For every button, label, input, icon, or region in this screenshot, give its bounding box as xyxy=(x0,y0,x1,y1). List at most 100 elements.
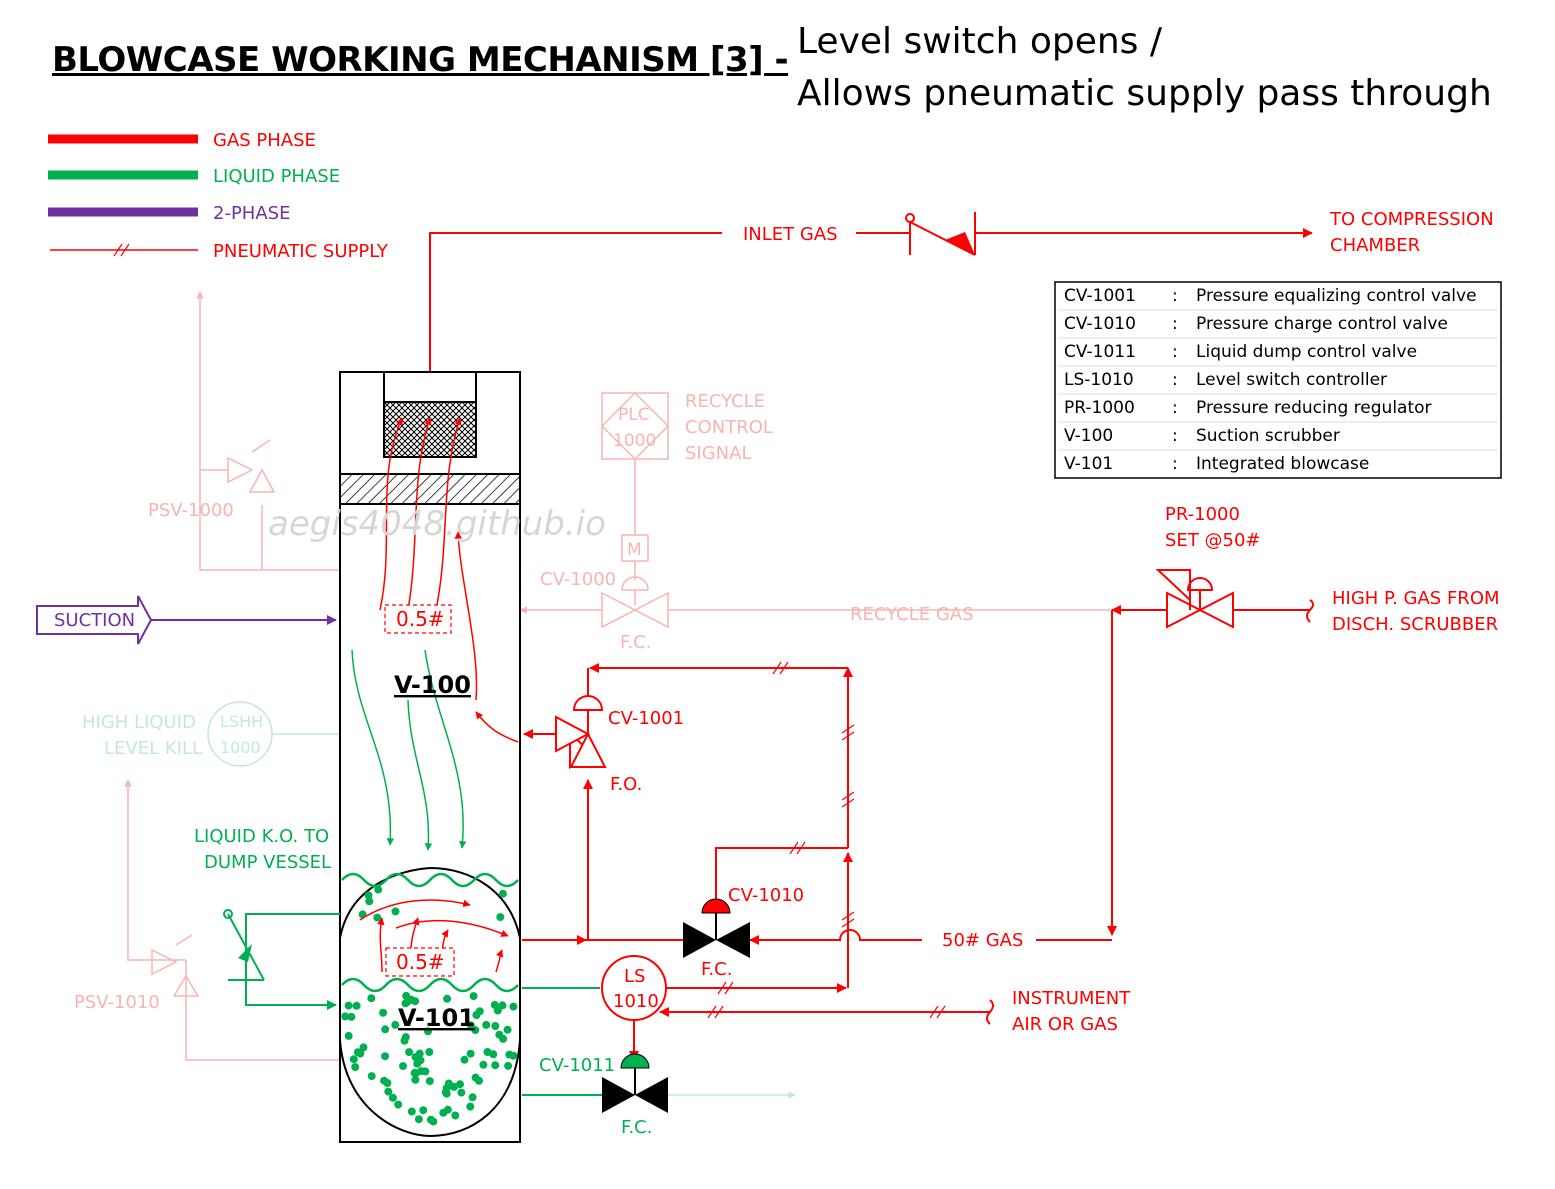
legend-gas-label: GAS PHASE xyxy=(213,130,316,151)
table-desc-0: Pressure equalizing control valve xyxy=(1196,286,1477,306)
high-liquid-label-1: HIGH LIQUID xyxy=(82,712,196,733)
cv1001-fail-label: F.O. xyxy=(610,774,642,795)
liquid-ko-line xyxy=(223,909,340,1010)
table-desc-6: Integrated blowcase xyxy=(1196,454,1369,474)
liquid-droplet xyxy=(424,1027,432,1036)
vessel xyxy=(339,371,521,1143)
liquid-droplet xyxy=(410,1068,419,1077)
liquid-droplet xyxy=(349,1055,358,1064)
table-tag-0: CV-1001 xyxy=(1064,286,1136,306)
cv1011-label: CV-1011 xyxy=(539,1055,615,1076)
liquid-droplet xyxy=(381,1025,390,1034)
page-title: BLOWCASE WORKING MECHANISM [3] - xyxy=(52,40,789,80)
table-desc-2: Liquid dump control valve xyxy=(1196,342,1417,362)
instrument-label-1: INSTRUMENT xyxy=(1012,988,1131,1009)
liquid-droplet xyxy=(421,1067,430,1076)
liquid-droplet xyxy=(381,1052,390,1061)
suction-label: SUCTION xyxy=(54,610,135,631)
liquid-ko-label-2: DUMP VESSEL xyxy=(204,852,331,873)
liquid-ko-label-1: LIQUID K.O. TO xyxy=(194,826,329,847)
liquid-droplet xyxy=(419,1106,428,1115)
liquid-flow-arrows xyxy=(351,649,467,851)
ls-label-2: 1010 xyxy=(613,991,659,1012)
table-tag-1: CV-1010 xyxy=(1064,314,1136,334)
liquid-droplet xyxy=(341,1012,350,1021)
gas-50-label: 50# GAS xyxy=(942,930,1023,951)
liquid-droplet xyxy=(405,1048,414,1057)
liquid-droplet xyxy=(347,1012,356,1021)
liquid-droplet xyxy=(443,994,452,1003)
liquid-droplet xyxy=(451,1111,460,1120)
subtitle-line-2: Allows pneumatic supply pass through xyxy=(797,73,1492,114)
inlet-gas-label: INLET GAS xyxy=(743,224,838,245)
vane-pack xyxy=(339,473,521,505)
watermark: aegis4048.github.io xyxy=(268,504,606,544)
v100-pressure: 0.5# xyxy=(396,607,445,631)
check-valve-flap xyxy=(945,232,975,255)
table-desc-3: Level switch controller xyxy=(1196,370,1387,390)
liquid-droplet xyxy=(504,1061,513,1070)
to-compression-label-2: CHAMBER xyxy=(1330,235,1420,256)
liquid-droplet xyxy=(383,1079,392,1087)
faded-lshh xyxy=(207,701,796,1099)
liquid-droplet xyxy=(479,1060,488,1069)
recycle-gas-label: RECYCLE GAS xyxy=(850,604,974,625)
table-desc-4: Pressure reducing regulator xyxy=(1196,398,1432,418)
mist-extractor xyxy=(383,401,477,458)
cv1011-valve xyxy=(522,1053,668,1113)
table-sep-2: : xyxy=(1172,342,1178,362)
liquid-droplet xyxy=(399,1062,407,1071)
liquid-droplet xyxy=(503,1025,512,1034)
table-tag-4: PR-1000 xyxy=(1064,398,1135,418)
table-tag-3: LS-1010 xyxy=(1064,370,1134,390)
liquid-droplet xyxy=(509,1051,518,1060)
table-sep-3: : xyxy=(1172,370,1178,390)
faded-elements xyxy=(124,291,1110,1061)
cv1011-fail-label: F.C. xyxy=(621,1117,652,1138)
v101-label: V-101 xyxy=(398,1004,475,1032)
liquid-droplet xyxy=(469,992,478,1001)
ls-label-1: LS xyxy=(624,966,645,987)
liquid-droplet xyxy=(407,1107,416,1116)
liquid-droplet xyxy=(425,1048,434,1056)
table-tag-6: V-101 xyxy=(1064,454,1113,474)
liquid-droplet xyxy=(442,1084,451,1093)
liquid-droplet xyxy=(352,1001,361,1010)
psv1010-label: PSV-1010 xyxy=(74,992,160,1013)
liquid-droplet xyxy=(344,1001,353,1010)
cv1010-fail-label: F.C. xyxy=(701,959,732,980)
liquid-droplet xyxy=(384,1087,393,1096)
liquid-droplet xyxy=(482,1020,491,1029)
liquid-droplet xyxy=(379,1008,388,1017)
instrument-label-2: AIR OR GAS xyxy=(1012,1014,1118,1035)
liquid-droplet xyxy=(475,1007,484,1016)
liquid-droplet xyxy=(407,995,416,1004)
cv1001-valve xyxy=(523,695,607,770)
liquid-droplet xyxy=(456,1080,464,1089)
liquid-droplet xyxy=(353,1048,362,1057)
cv1000-label: CV-1000 xyxy=(540,569,616,590)
legend-2phase-label: 2-PHASE xyxy=(213,203,290,224)
liquid-droplet xyxy=(426,1115,435,1124)
recycle-signal-label-2: CONTROL xyxy=(685,417,773,438)
liquid-droplet xyxy=(391,907,400,916)
liquid-droplet xyxy=(373,913,382,922)
table-tag-5: V-100 xyxy=(1064,426,1113,446)
liquid-droplet xyxy=(498,889,507,898)
liquid-droplet xyxy=(491,1061,500,1070)
liquid-droplets xyxy=(341,885,518,1126)
lshh-label-2: 1000 xyxy=(220,738,261,757)
legend-pneumatic-label: PNEUMATIC SUPPLY xyxy=(213,241,389,262)
v101-pressure: 0.5# xyxy=(396,950,445,974)
page-subtitle: Level switch opens / Allows pneumatic su… xyxy=(797,16,1492,120)
motor-label: M xyxy=(627,540,642,560)
liquid-droplet xyxy=(443,1105,452,1114)
high-p-label-2: DISCH. SCRUBBER xyxy=(1332,614,1498,635)
faded-texts: PSV-1000 PSV-1010 RECYCLE CONTROL SIGNAL… xyxy=(74,391,974,1013)
pr1000-label-1: PR-1000 xyxy=(1165,504,1240,525)
table-desc-1: Pressure charge control valve xyxy=(1196,314,1448,334)
pneumatic-hash-marks xyxy=(707,661,946,1019)
liquid-droplet xyxy=(388,1093,397,1102)
liquid-droplet xyxy=(401,1033,410,1042)
